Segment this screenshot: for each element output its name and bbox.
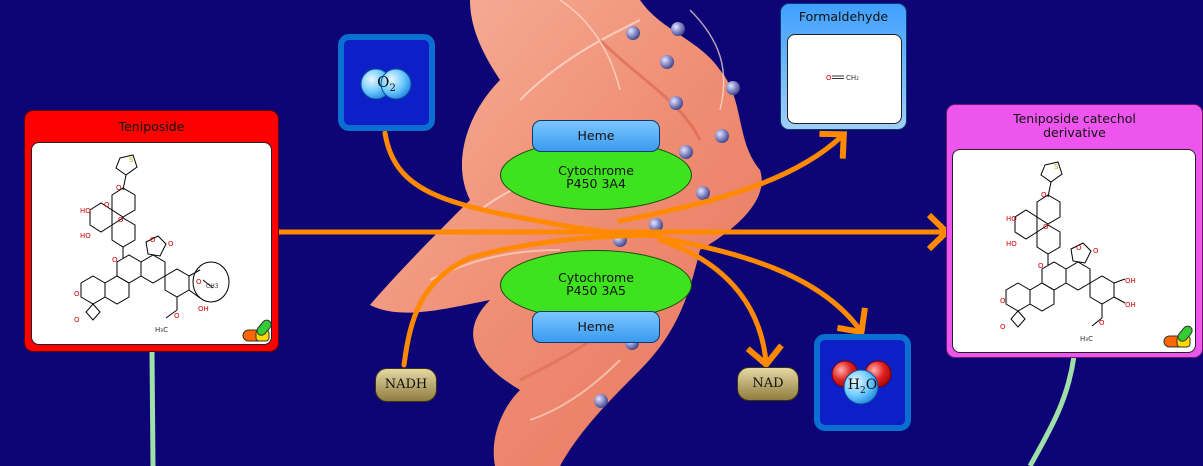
enzyme-cyp3a4-line2: P450 3A4 — [566, 176, 626, 191]
byproduct-structure-panel — [787, 34, 902, 124]
enzyme-cyp3a4-line1: Cytochrome — [558, 163, 634, 178]
substrate-card[interactable]: Teniposide — [24, 110, 279, 352]
nadh-cofactor[interactable]: NADH — [375, 368, 437, 402]
drug-badge-icon[interactable] — [1163, 322, 1195, 350]
water-symbol-h: H — [847, 377, 860, 393]
water-subscript: 2 — [860, 385, 866, 396]
water-tile[interactable]: H2O — [814, 334, 911, 431]
water-label: H2O — [820, 377, 905, 396]
drug-badge-icon[interactable] — [242, 316, 274, 344]
heme-cofactor-3a4[interactable]: Heme — [532, 120, 660, 152]
formaldehyde-output-arrow — [617, 130, 847, 224]
oxygen-symbol: O — [377, 73, 390, 91]
nad-output-arrow — [657, 237, 784, 369]
enzyme-cyp3a5[interactable]: Cytochrome P450 3A5 — [500, 250, 692, 320]
byproduct-card[interactable]: Formaldehyde — [780, 3, 907, 130]
oxygen-subscript: 2 — [389, 83, 396, 94]
oxygen-tile[interactable]: O2 — [338, 34, 435, 131]
product-connector — [1027, 355, 1077, 466]
oxygen-label: O2 — [344, 73, 429, 94]
nadh-input-arrow — [401, 232, 653, 368]
nad-cofactor[interactable]: NAD — [737, 367, 799, 401]
substrate-connector — [149, 351, 156, 466]
byproduct-name: Formaldehyde — [798, 9, 889, 24]
water-symbol-o: O — [865, 377, 878, 393]
ribosome-spheres — [594, 22, 740, 408]
oxygen-molecule-icon — [360, 68, 412, 100]
enzyme-cyp3a5-line2: P450 3A5 — [566, 283, 626, 298]
water-output-arrow — [657, 235, 868, 336]
heme-cofactor-3a5[interactable]: Heme — [532, 311, 660, 343]
substrate-structure-panel — [31, 142, 272, 345]
reaction-arrows — [275, 130, 951, 369]
substrate-name: Teniposide — [118, 119, 185, 134]
product-structure-panel — [952, 149, 1196, 353]
enzyme-cyp3a5-line1: Cytochrome — [558, 270, 634, 285]
product-card[interactable]: Teniposide catechol derivative — [946, 104, 1203, 358]
water-molecule-icon — [831, 360, 892, 405]
product-name: Teniposide catechol derivative — [1013, 111, 1136, 140]
